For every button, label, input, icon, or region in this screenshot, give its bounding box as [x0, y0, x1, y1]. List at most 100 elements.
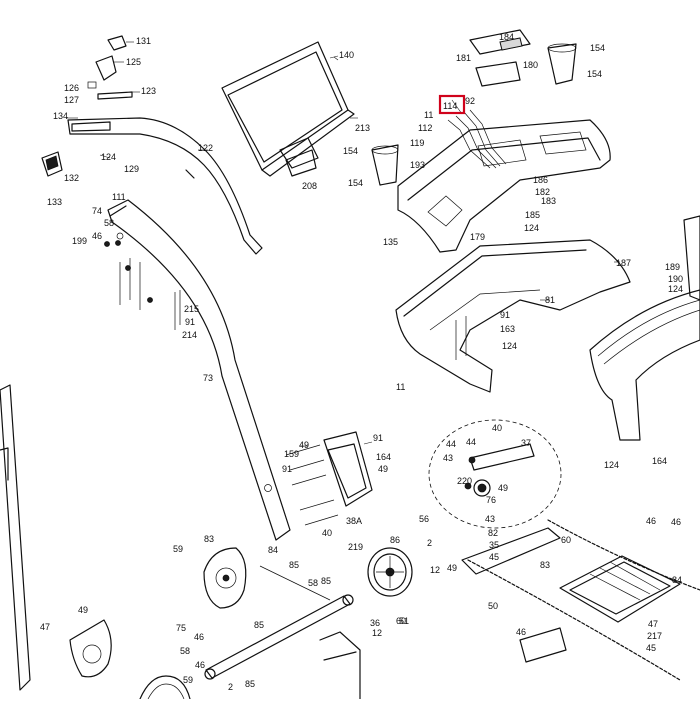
callout-59: 59: [183, 675, 193, 685]
callout-92: 92: [465, 96, 475, 106]
callout-215: 215: [184, 304, 199, 314]
callout-124: 124: [101, 152, 116, 162]
callout-181: 181: [456, 53, 471, 63]
callout-11: 11: [396, 382, 405, 392]
leader-lines: [66, 41, 620, 447]
callout-124: 124: [524, 223, 539, 233]
callout-49: 49: [299, 440, 309, 450]
callout-159: 159: [284, 449, 299, 459]
callout-213: 213: [355, 123, 370, 133]
callout-49: 49: [78, 605, 88, 615]
lower-console-frame: [395, 239, 631, 393]
callout-58: 58: [308, 578, 318, 588]
callout-124: 124: [502, 341, 517, 351]
callout-114: 114: [443, 101, 457, 111]
callout-219: 219: [348, 542, 363, 552]
callout-51: 51: [399, 616, 409, 626]
callout-122: 122: [198, 143, 213, 153]
callout-58: 58: [180, 646, 190, 656]
callout-186: 186: [533, 175, 548, 185]
callout-193: 193: [410, 160, 425, 170]
callout-38A: 38A: [346, 516, 362, 526]
callout-180: 180: [523, 60, 538, 70]
callout-59: 59: [173, 544, 183, 554]
callout-86: 86: [390, 535, 400, 545]
callout-37: 37: [521, 438, 531, 448]
callout-47: 47: [648, 619, 658, 629]
callout-134: 134: [53, 111, 68, 121]
callout-91: 91: [185, 317, 195, 327]
callout-40: 40: [322, 528, 332, 538]
callout-131: 131: [136, 36, 151, 46]
callout-49: 49: [447, 563, 457, 573]
callout-50: 50: [488, 601, 498, 611]
callout-132: 132: [64, 173, 79, 183]
callout-123: 123: [141, 86, 156, 96]
callout-182: 182: [535, 187, 550, 197]
callout-46: 46: [646, 516, 656, 526]
callout-43: 43: [485, 514, 495, 524]
callout-labels: 1311251261271231341241321331402132081221…: [0, 0, 683, 692]
callout-84: 84: [672, 575, 682, 585]
callout-129: 129: [124, 164, 139, 174]
callout-124: 124: [604, 460, 619, 470]
callout-82: 82: [488, 528, 498, 538]
roller-cover-75: [69, 619, 112, 678]
callout-45: 45: [646, 643, 656, 653]
callout-46: 46: [92, 231, 102, 241]
console-electronics: [447, 29, 531, 169]
callout-214: 214: [182, 330, 197, 340]
callout-83: 83: [540, 560, 550, 570]
callout-49: 49: [498, 483, 508, 493]
callout-163: 163: [500, 324, 515, 334]
motor-bracket: [323, 431, 373, 507]
callout-49: 49: [378, 464, 388, 474]
callout-85: 85: [321, 576, 331, 586]
front-frame: [319, 627, 567, 700]
callout-112: 112: [418, 123, 432, 133]
callout-58: 58: [104, 218, 114, 228]
callout-133: 133: [47, 197, 62, 207]
callout-75: 75: [176, 623, 186, 633]
pulley-lower: [139, 675, 191, 700]
upright-tube: [107, 199, 291, 541]
callout-185: 185: [525, 210, 540, 220]
belt-chain: [467, 519, 700, 681]
callout-125: 125: [126, 57, 141, 67]
callout-208: 208: [302, 181, 317, 191]
callout-124: 124: [668, 284, 683, 294]
left-rail: [0, 384, 31, 691]
callout-217: 217: [647, 631, 662, 641]
detail-inset: [428, 419, 562, 529]
callout-36: 36: [370, 618, 380, 628]
console-display: [221, 41, 358, 177]
callout-190: 190: [668, 274, 683, 284]
pulley: [367, 547, 413, 597]
callout-35: 35: [489, 540, 499, 550]
callout-46: 46: [516, 627, 526, 637]
callout-199: 199: [72, 236, 87, 246]
motor-hood: [589, 215, 700, 441]
handlebar-left: [67, 117, 263, 255]
callout-183: 183: [541, 196, 556, 206]
callout-60: 60: [561, 535, 571, 545]
callout-189: 189: [665, 262, 680, 272]
callout-47: 47: [40, 622, 50, 632]
callout-2: 2: [427, 538, 432, 548]
callout-84: 84: [268, 545, 278, 555]
callout-56: 56: [419, 514, 429, 524]
callout-126: 126: [64, 83, 79, 93]
roller-shaft: [204, 565, 354, 680]
callout-91: 91: [500, 310, 510, 320]
callout-135: 135: [383, 237, 398, 247]
callout-11: 11: [424, 110, 433, 120]
callout-60: 60: [396, 616, 406, 626]
callout-154: 154: [343, 146, 358, 156]
callout-154: 154: [590, 43, 605, 53]
callout-85: 85: [289, 560, 299, 570]
callout-140: 140: [339, 50, 354, 60]
small-parts-top-left: [41, 35, 133, 177]
roller-cover-76: [203, 547, 247, 609]
